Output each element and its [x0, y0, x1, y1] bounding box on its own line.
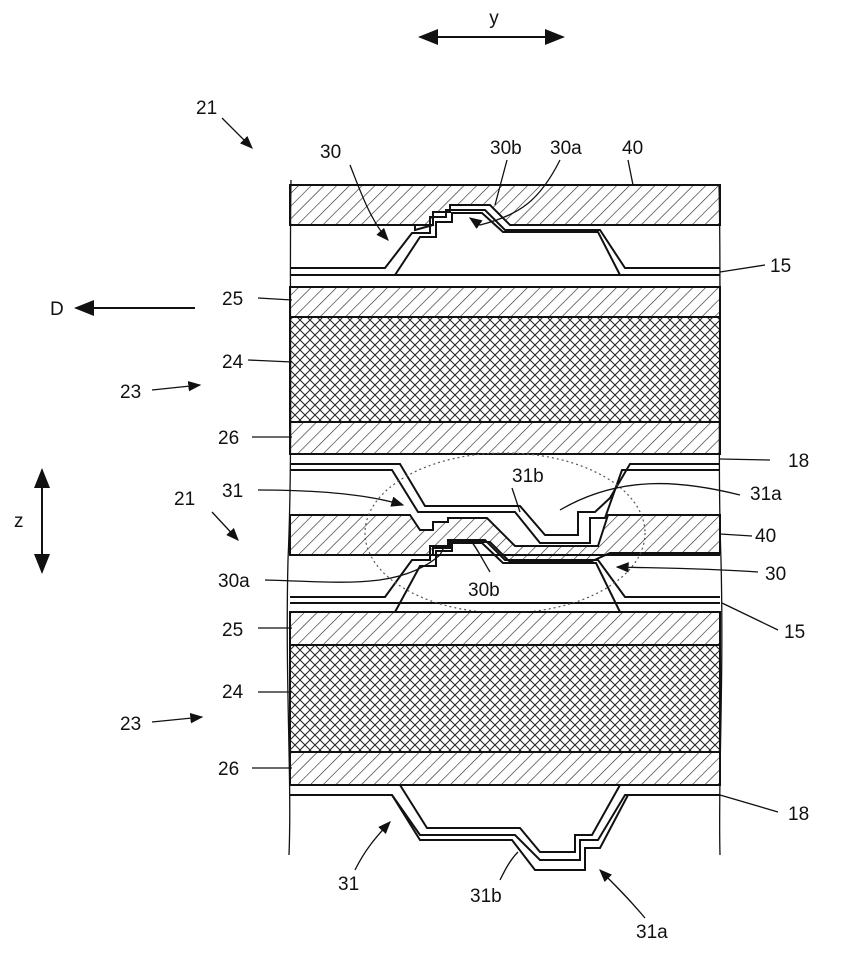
label-31a-mid: 31a — [750, 484, 782, 505]
layer-25-top — [290, 287, 720, 317]
label-31b-mid: 31b — [512, 466, 544, 487]
layer-40-top — [290, 185, 720, 225]
label-15-top: 15 — [770, 256, 791, 277]
z-axis-label: z — [14, 511, 24, 532]
layer-26-top — [290, 422, 720, 454]
label-31-bot: 31 — [338, 874, 359, 895]
label-30-mid: 30 — [765, 564, 786, 585]
label-30a-top: 30a — [550, 138, 582, 159]
layer-24-bot — [290, 645, 720, 752]
recess-31-bot — [400, 785, 620, 852]
layer-25-bot — [290, 612, 720, 645]
y-axis-label: y — [489, 8, 499, 29]
label-21-top: 21 — [196, 98, 217, 119]
label-26-top: 26 — [218, 428, 239, 449]
label-25-top: 25 — [222, 289, 243, 310]
label-40-mid: 40 — [755, 526, 776, 547]
label-24-top: 24 — [222, 352, 244, 373]
label-25-bot: 25 — [222, 620, 243, 641]
label-31-mid: 31 — [222, 481, 243, 502]
label-31b-bot: 31b — [470, 886, 502, 907]
label-24-bot: 24 — [222, 682, 244, 703]
d-direction-indicator: D — [50, 299, 195, 320]
label-15-mid: 15 — [784, 622, 805, 643]
layer-24-top — [290, 317, 720, 422]
d-direction-label: D — [50, 299, 64, 320]
label-31a-bot: 31a — [636, 922, 668, 943]
layer-18-bot — [290, 785, 720, 860]
label-30b-mid: 30b — [468, 580, 500, 601]
label-23-top: 23 — [120, 382, 141, 403]
label-26-bot: 26 — [218, 759, 239, 780]
z-axis-indicator: z — [14, 470, 42, 572]
label-23-bot: 23 — [120, 714, 141, 735]
label-30a-mid: 30a — [218, 571, 250, 592]
label-40-top: 40 — [622, 138, 643, 159]
label-30-top: 30 — [320, 142, 341, 163]
label-18-mid: 18 — [788, 451, 809, 472]
label-18-bot: 18 — [788, 804, 809, 825]
y-axis-indicator: y — [420, 8, 563, 37]
label-30b-top: 30b — [490, 138, 522, 159]
layer-26-bot — [290, 752, 720, 785]
label-21-mid: 21 — [174, 489, 195, 510]
